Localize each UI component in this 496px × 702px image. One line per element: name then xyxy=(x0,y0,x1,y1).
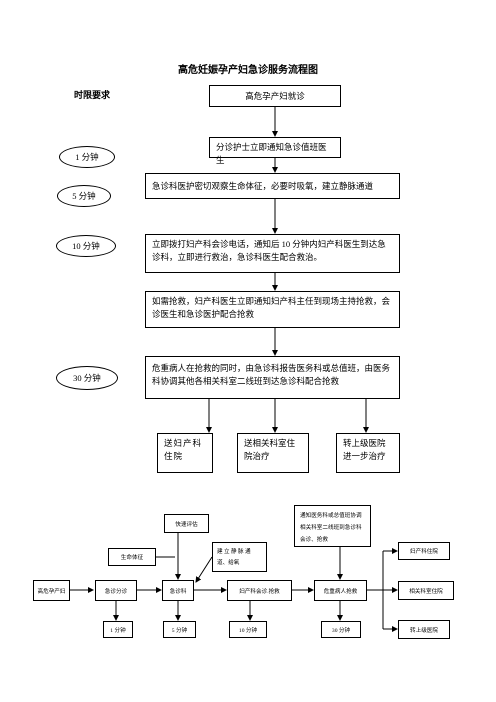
main-triage: 急诊分诊 xyxy=(95,580,137,601)
start-box: 高危孕产妇就诊 xyxy=(209,85,341,107)
step3-box: 立即拨打妇产科会诊电话，通知后 10 分钟内妇产科医生到达急诊科，立即进行救治，… xyxy=(145,234,400,273)
step5-box: 危重病人在抢救的同时，由急诊科报告医务科或总值班，由医务科协调其他各相关科室二线… xyxy=(145,356,400,399)
time-30min: 30 分钟 xyxy=(56,366,118,390)
outcome-related-dept: 送相关科室住院治疗 xyxy=(237,433,309,473)
time-limit-label: 时限要求 xyxy=(74,91,111,101)
time-10min: 10 分钟 xyxy=(56,235,116,257)
bt-5min: 5 分钟 xyxy=(163,621,196,638)
notify-box: 通知医务科或总值班协调相关科室二线班到急诊科会诊、抢救 xyxy=(294,505,371,547)
main-patient: 高危孕产妇 xyxy=(33,580,70,601)
vitals-box: 生命体征 xyxy=(108,548,156,566)
bt-1min: 1 分钟 xyxy=(103,621,133,638)
out-related: 相关科室住院 xyxy=(398,581,454,600)
step4-box: 如需抢救，妇产科医生立即通知妇产科主任到现场主持抢救，会诊医生和急诊医护配合抢救 xyxy=(145,291,400,328)
assess-box: 快速评估 xyxy=(164,514,209,533)
step1-box: 分诊护士立即通知急诊值班医生 xyxy=(209,137,341,165)
time-5min: 5 分钟 xyxy=(57,185,111,207)
outcome-obstetrics: 送妇产科住院 xyxy=(157,433,213,473)
time-1min: 1 分钟 xyxy=(59,146,115,168)
bt-30min: 30 分钟 xyxy=(321,621,361,638)
out-transfer: 转上级医院 xyxy=(398,620,450,639)
outcome-transfer: 转上级医院进一步治疗 xyxy=(336,433,400,473)
page-title: 高危妊娠孕产妇急诊服务流程图 xyxy=(178,65,318,76)
main-emergency: 急诊科 xyxy=(162,580,194,601)
iv-oxygen-box: 建 立 静 脉 通 道、给氧 xyxy=(212,542,267,572)
step2-box: 急诊科医护密切观察生命体征，必要时吸氧，建立静脉通道 xyxy=(145,173,400,199)
main-consult: 妇产科会诊.抢救 xyxy=(227,580,292,601)
bt-10min: 10 分钟 xyxy=(229,621,267,638)
out-obstetrics: 妇产科住院 xyxy=(398,542,450,560)
main-critical: 危重病人抢救 xyxy=(314,580,367,601)
